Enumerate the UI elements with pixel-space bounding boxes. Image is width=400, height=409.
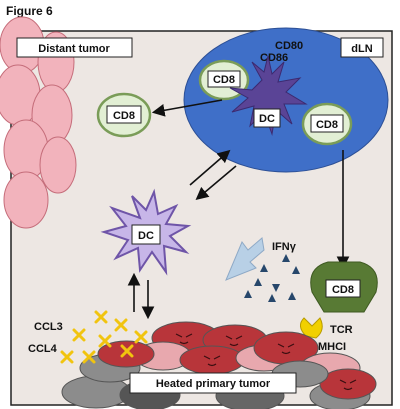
cd8-label: CD8 xyxy=(332,284,354,296)
arrow-ln-to-distant xyxy=(151,99,223,117)
distant-tumor-cells xyxy=(0,16,77,229)
dendritic-cell-tumor: DC xyxy=(100,188,192,276)
cd8-label: CD8 xyxy=(213,74,235,86)
heated-primary-tumor-label: Heated primary tumor xyxy=(156,378,271,390)
figure-title: Figure 6 xyxy=(6,4,53,18)
distant-tumor-label: Distant tumor xyxy=(38,43,110,55)
heat-arrow-icon xyxy=(225,237,265,281)
dc-label: DC xyxy=(138,230,154,242)
dendritic-cell-ln: DC xyxy=(229,55,308,136)
heated-primary-tumor-label-box xyxy=(129,372,297,394)
cd80-label: CD80 xyxy=(275,40,303,52)
dc-label: DC xyxy=(259,113,275,125)
tumor-cell-nuclei xyxy=(175,333,357,391)
cd8-label: CD8 xyxy=(316,119,338,131)
mhc-icon xyxy=(300,317,323,339)
ccl3-label: CCL3 xyxy=(34,321,63,333)
tcr-label: TCR xyxy=(330,324,353,336)
arrow-dc-to-ln xyxy=(189,149,231,186)
dln-label-box xyxy=(340,37,384,58)
dln-label: dLN xyxy=(351,43,372,55)
ccl4-label: CCL4 xyxy=(28,343,58,355)
cd8-t-cell-effector: CD8 xyxy=(310,261,378,313)
cd8-cell-ln-right: CD8 xyxy=(301,102,353,146)
cd8-cell-migrating: CD8 xyxy=(96,92,152,138)
cd8-label: CD8 xyxy=(113,110,135,122)
ifng-label: IFNγ xyxy=(272,241,297,253)
arrow-ln-to-dc xyxy=(195,165,237,201)
mhci-label: MHCI xyxy=(318,341,346,353)
ifng-cytokines xyxy=(244,254,300,302)
chemokine-ccl-icons xyxy=(60,310,148,364)
distant-tumor-label-box xyxy=(16,37,133,58)
